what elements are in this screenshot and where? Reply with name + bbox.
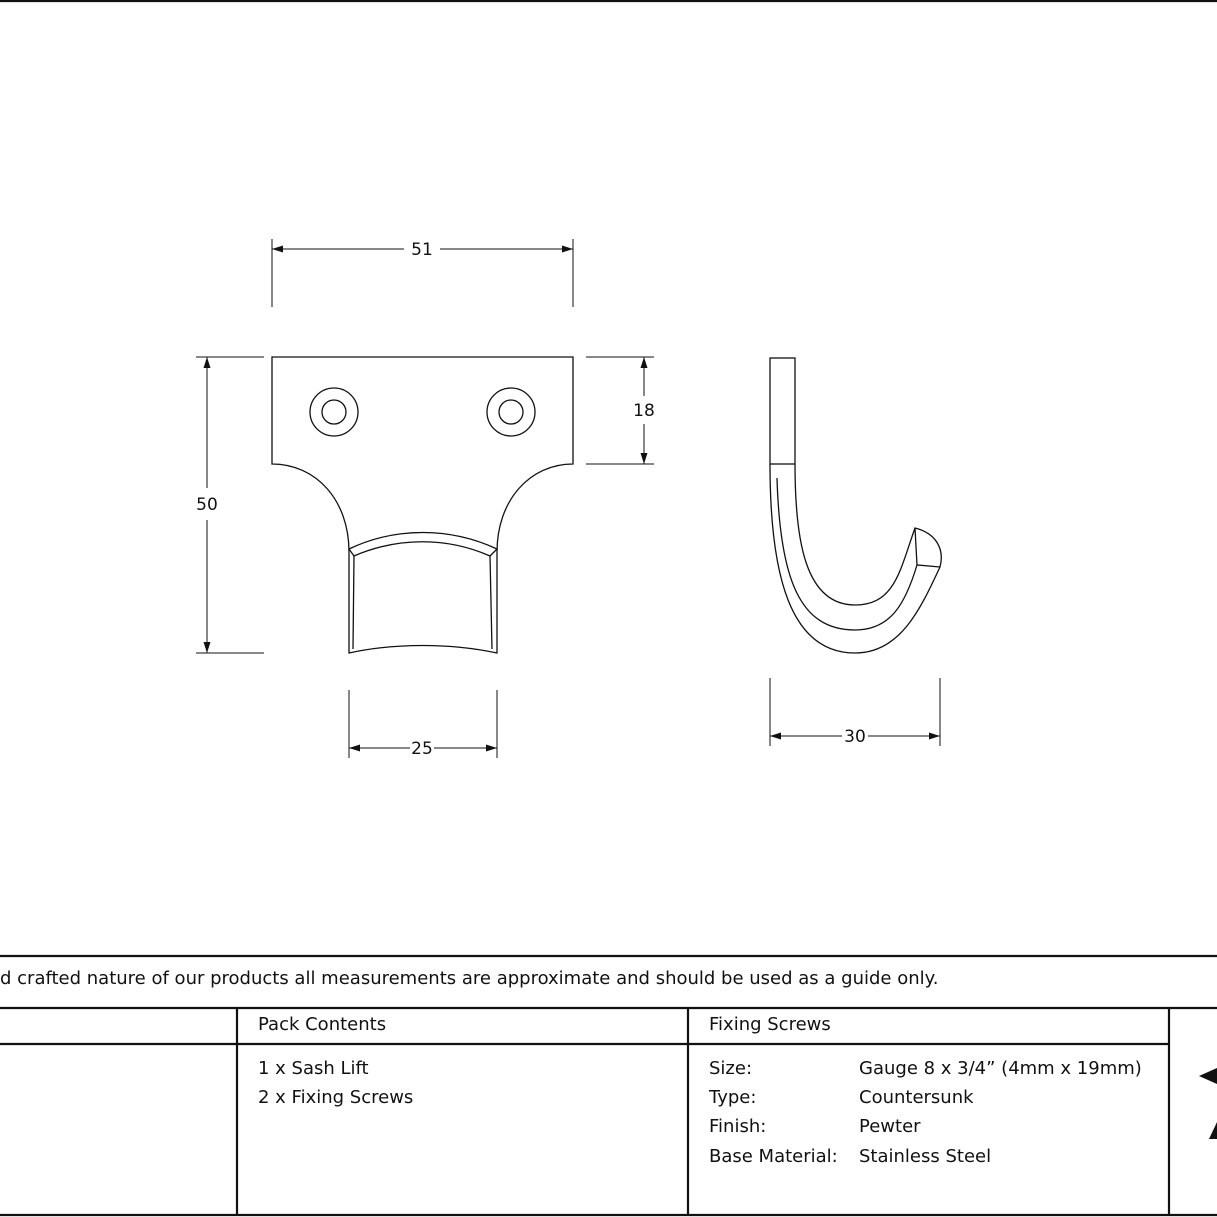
pack-contents-item: 2 x Fixing Screws bbox=[258, 1087, 414, 1108]
dimension-height-total: 50 bbox=[196, 356, 264, 654]
screw-hole-right bbox=[486, 387, 536, 437]
dimension-label-18: 18 bbox=[633, 401, 655, 421]
dimension-lift-width: 25 bbox=[348, 690, 498, 759]
side-view-sash-lift bbox=[769, 357, 942, 654]
front-view-sash-lift bbox=[271, 356, 574, 654]
dimension-width-top: 51 bbox=[271, 239, 574, 307]
info-table-frame bbox=[0, 954, 1217, 1217]
dimension-label-50: 50 bbox=[196, 495, 218, 515]
brand-logo-partial bbox=[1199, 1068, 1217, 1139]
screw-size-label: Size: bbox=[709, 1058, 753, 1079]
dimension-label-25: 25 bbox=[411, 739, 433, 759]
screw-type-value: Countersunk bbox=[859, 1087, 974, 1108]
screw-size-value: Gauge 8 x 3/4” (4mm x 19mm) bbox=[859, 1058, 1142, 1079]
fixing-screws-title: Fixing Screws bbox=[709, 1014, 831, 1035]
screw-finish-label: Finish: bbox=[709, 1116, 767, 1137]
dimension-label-30: 30 bbox=[844, 727, 866, 747]
screw-material-label: Base Material: bbox=[709, 1146, 838, 1167]
measurement-disclaimer: d crafted nature of our products all mea… bbox=[0, 968, 939, 989]
dimension-side-depth: 30 bbox=[769, 678, 941, 747]
screw-material-value: Stainless Steel bbox=[859, 1146, 992, 1167]
screw-finish-value: Pewter bbox=[859, 1116, 921, 1137]
screw-hole-left bbox=[309, 387, 359, 437]
pack-contents-item: 1 x Sash Lift bbox=[258, 1058, 369, 1079]
dimension-label-51: 51 bbox=[411, 240, 433, 260]
screw-type-label: Type: bbox=[709, 1087, 757, 1108]
pack-contents-title: Pack Contents bbox=[258, 1014, 387, 1035]
dimension-plate-height: 18 bbox=[586, 356, 655, 465]
